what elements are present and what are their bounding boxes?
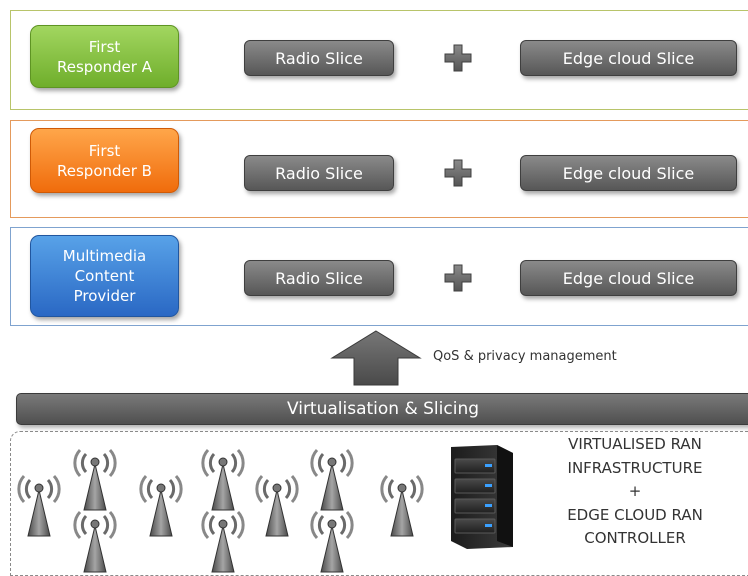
infrastructure-label-line: CONTROLLER	[584, 529, 686, 547]
plus-icon	[444, 159, 472, 187]
infrastructure-label-line: EDGE CLOUD RAN	[567, 505, 703, 524]
antenna-icon	[251, 474, 303, 538]
edge-cloud-slice-box: Edge cloud Slice	[520, 40, 737, 76]
antenna-icon	[306, 510, 358, 574]
antenna-icon	[69, 448, 121, 512]
antenna-icon	[306, 448, 358, 512]
tenant-name-line: Responder A	[57, 57, 152, 76]
radio-slice-box: Radio Slice	[244, 155, 394, 191]
antenna-icon	[197, 510, 249, 574]
antenna-icon	[69, 510, 121, 574]
tenant-box-first-responder-a: First Responder A	[30, 25, 179, 88]
tenant-box-first-responder-b: First Responder B	[30, 128, 179, 193]
edge-cloud-slice-box: Edge cloud Slice	[520, 155, 737, 191]
infrastructure-label-line: INFRASTRUCTURE	[567, 458, 703, 477]
edge-cloud-slice-box: Edge cloud Slice	[520, 260, 737, 296]
radio-slice-box: Radio Slice	[244, 260, 394, 296]
tenant-row-first-responder-a: First Responder A Radio Slice Edge cloud…	[10, 10, 748, 110]
antenna-icon	[13, 474, 65, 538]
tenant-name-line: Responder B	[57, 161, 152, 180]
antenna-icon	[376, 474, 428, 538]
tenant-row-multimedia-content-provider: Multimedia Content Provider Radio Slice …	[10, 227, 748, 326]
infrastructure-label: VIRTUALISED RAN INFRASTRUCTURE + EDGE CL…	[540, 433, 730, 551]
tenant-row-first-responder-b: First Responder B Radio Slice Edge cloud…	[10, 120, 748, 218]
up-arrow-icon	[330, 330, 422, 386]
qos-privacy-label: QoS & privacy management	[433, 349, 617, 364]
tenant-name-line: Content	[74, 267, 135, 285]
antenna-icon	[197, 448, 249, 512]
tenant-box-multimedia-content-provider: Multimedia Content Provider	[30, 235, 179, 317]
infrastructure-label-line: +	[628, 482, 642, 500]
plus-icon	[444, 44, 472, 72]
tenant-name-line: Provider	[73, 287, 136, 305]
plus-icon	[444, 264, 472, 292]
tenant-name-line: First	[88, 141, 121, 160]
virtualisation-slicing-bar: Virtualisation & Slicing	[16, 393, 748, 425]
tenant-name-line: First	[88, 37, 121, 56]
radio-slice-box: Radio Slice	[244, 40, 394, 76]
antenna-icon	[135, 474, 187, 538]
tenant-name-line: Multimedia	[62, 247, 147, 265]
server-icon	[451, 445, 513, 549]
infrastructure-label-line: VIRTUALISED RAN	[568, 435, 702, 453]
